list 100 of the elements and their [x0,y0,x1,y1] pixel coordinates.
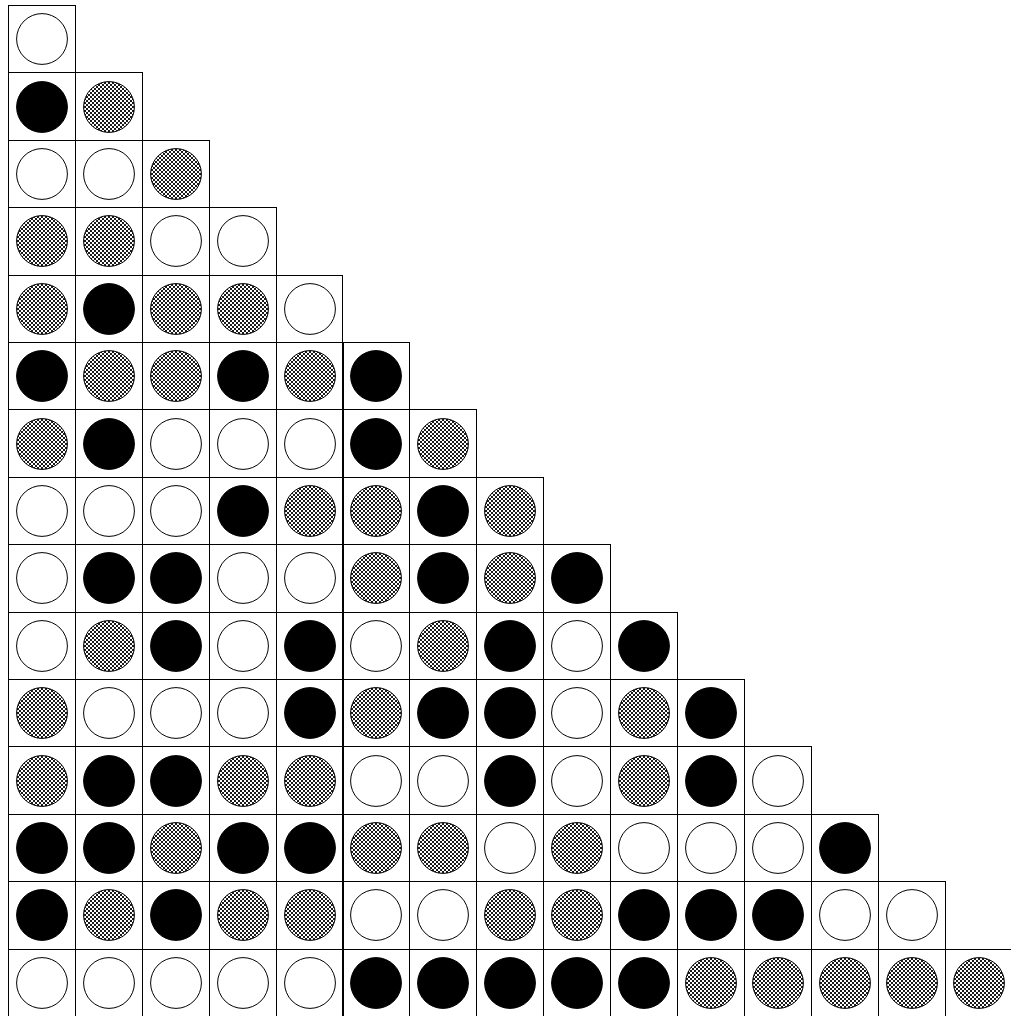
hatched-circle [82,619,135,672]
hatched-circle [149,282,202,335]
hatched-circle [149,350,202,403]
open-circle [216,552,269,605]
filled-circle [684,687,737,740]
filled-circle [618,619,671,672]
open-circle [283,282,336,335]
hatched-circle [82,889,135,942]
filled-circle [684,754,737,807]
hatched-circle [484,485,537,537]
open-circle [283,417,336,470]
filled-circle [484,687,537,740]
filled-circle [417,552,470,605]
open-circle [417,754,470,807]
open-circle [684,822,737,874]
filled-circle [149,619,202,672]
hatched-circle [818,956,871,1009]
hatched-circle [15,417,68,470]
hatched-circle [283,754,336,807]
open-circle [417,889,470,942]
filled-circle [15,350,68,403]
open-circle [283,552,336,605]
open-circle [350,619,403,672]
open-circle [751,822,804,874]
open-circle [618,822,671,874]
hatched-circle [484,889,537,942]
filled-circle [417,485,470,537]
open-circle [216,619,269,672]
filled-circle [283,822,336,874]
hatched-circle [684,956,737,1009]
hatched-circle [283,889,336,942]
hatched-circle [283,485,336,537]
filled-circle [350,956,403,1009]
filled-circle [283,687,336,740]
filled-circle [149,552,202,605]
filled-circle [149,754,202,807]
open-circle [551,687,604,740]
hatched-circle [417,417,470,470]
open-circle [216,215,269,268]
filled-circle [484,754,537,807]
filled-circle [551,552,604,605]
open-circle [15,148,68,200]
open-circle [149,485,202,537]
hatched-circle [551,889,604,942]
hatched-circle [82,80,135,133]
filled-circle [484,956,537,1009]
filled-circle [618,889,671,942]
hatched-circle [216,754,269,807]
filled-circle [82,552,135,605]
hatched-circle [417,822,470,874]
hatched-circle [350,552,403,605]
open-circle [551,754,604,807]
filled-circle [216,350,269,403]
filled-circle [82,754,135,807]
filled-circle [818,822,871,874]
filled-circle [350,350,403,403]
filled-circle [15,822,68,874]
hatched-circle [149,148,202,200]
hatched-circle [15,754,68,807]
open-circle [350,889,403,942]
hatched-circle [751,956,804,1009]
filled-circle [149,889,202,942]
open-circle [818,889,871,942]
hatched-circle [350,687,403,740]
open-circle [885,889,938,942]
hatched-circle [952,956,1005,1009]
open-circle [283,956,336,1009]
open-circle [551,619,604,672]
open-circle [149,417,202,470]
filled-circle [216,822,269,874]
hatched-circle [551,822,604,874]
filled-circle [484,619,537,672]
filled-circle [417,956,470,1009]
open-circle [216,417,269,470]
open-circle [484,822,537,874]
open-circle [82,687,135,740]
filled-circle [417,687,470,740]
hatched-circle [15,687,68,740]
hatched-circle [618,754,671,807]
hatched-circle [216,889,269,942]
hatched-circle [15,282,68,335]
open-circle [15,13,68,66]
filled-circle [15,80,68,133]
hatched-circle [417,619,470,672]
open-circle [15,552,68,605]
filled-circle [751,889,804,942]
hatched-circle [149,822,202,874]
open-circle [216,687,269,740]
hatched-circle [885,956,938,1009]
open-circle [15,485,68,537]
hatched-circle [350,822,403,874]
open-circle [216,956,269,1009]
hatched-circle [350,485,403,537]
hatched-circle [283,350,336,403]
hatched-circle [82,350,135,403]
filled-circle [618,956,671,1009]
open-circle [15,956,68,1009]
filled-circle [551,956,604,1009]
filled-circle [82,282,135,335]
open-circle [751,754,804,807]
